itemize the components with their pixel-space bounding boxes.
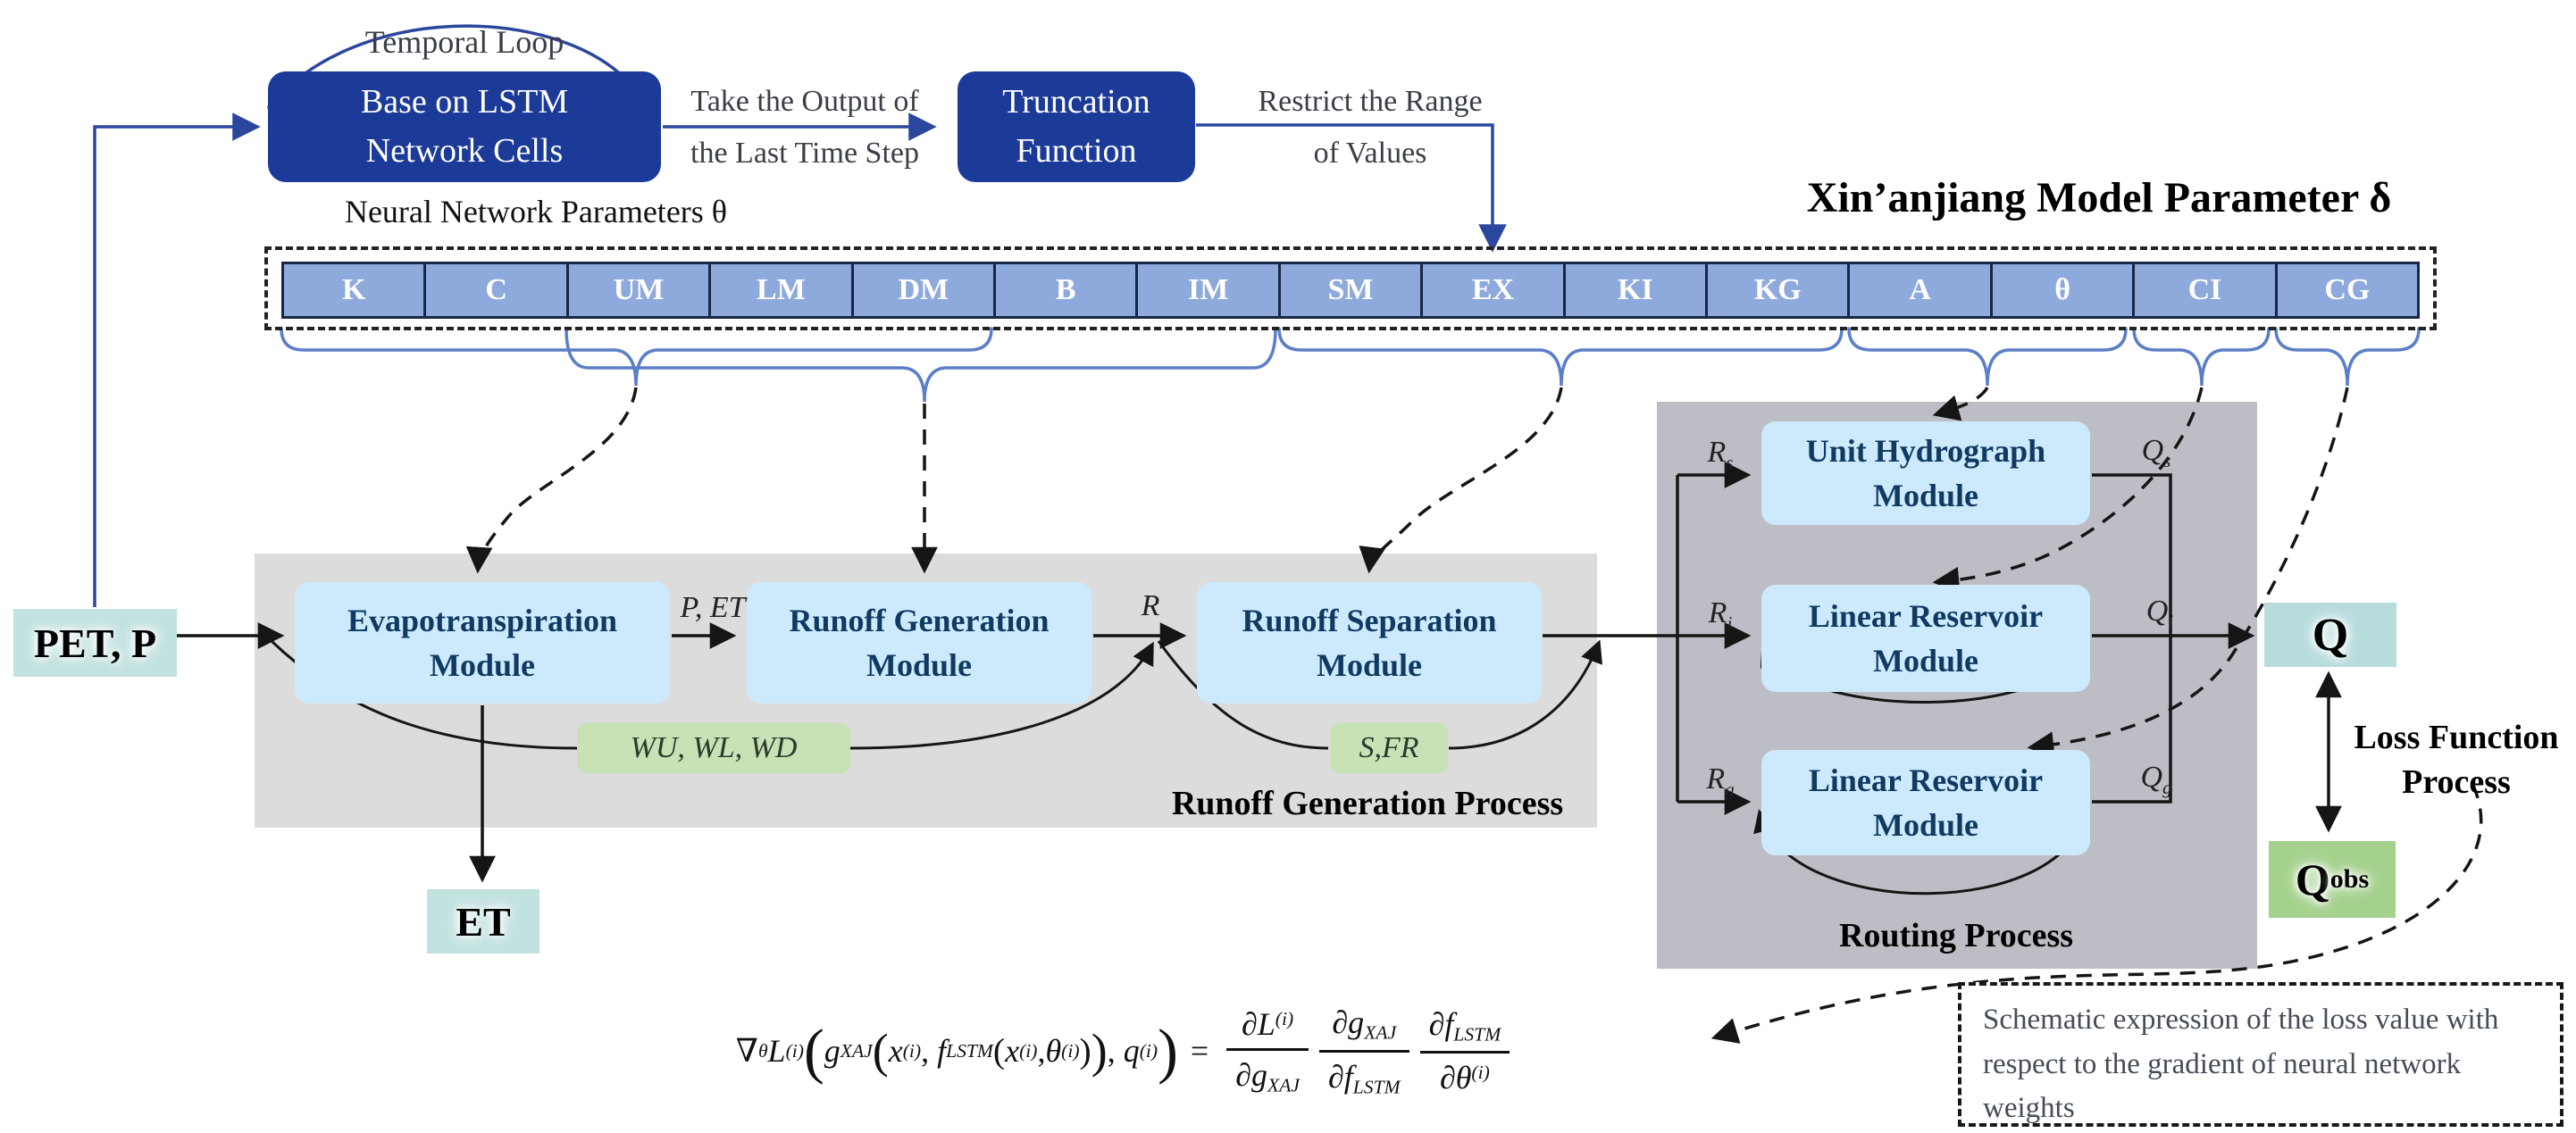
runoff-generation-process-label: Runoff Generation Process <box>1171 785 1564 822</box>
param-cell-sm: SM <box>1277 262 1424 319</box>
truncation-function-box: Truncation Function <box>958 71 1195 182</box>
dashed-arrow-to-runoff-separation <box>1359 387 1563 574</box>
lrg-line1: Linear Reservoir <box>1808 762 2044 798</box>
evap-line2: Module <box>429 647 535 683</box>
dashed-arrow-loss-to-formula <box>1710 783 2483 1044</box>
rsep-line2: Module <box>1316 647 1422 683</box>
evap-line1: Evapotranspiration <box>347 602 618 638</box>
dashed-arrow-to-unit-hydrograph <box>1932 387 1989 421</box>
parameter-vector: K C UM LM DM B IM SM EX KI KG A θ CI CG <box>281 262 2421 319</box>
restrict-range-label-line2: of Values <box>1313 137 1427 170</box>
take-output-label-line2: the Last Time Step <box>690 137 919 170</box>
p-et-flow-label: P, ET <box>680 591 746 624</box>
fraction-dgxaj-dflstm: ∂gXAJ ∂fLSTM <box>1318 1004 1409 1098</box>
r-flow-label: R <box>1141 589 1160 622</box>
parameter-vector-border <box>264 246 2437 330</box>
linear-reservoir-module-interflow: Linear Reservoir Module <box>1761 585 2090 692</box>
et-label: ET <box>456 898 511 945</box>
runoff-separation-module: Runoff Separation Module <box>1197 582 1542 704</box>
param-cell-dm: DM <box>850 262 997 319</box>
qobs-label: Q <box>2295 854 2330 904</box>
uh-line1: Unit Hydrograph <box>1805 432 2046 469</box>
lri-line2: Module <box>1872 643 1978 679</box>
et-output-box: ET <box>427 889 539 954</box>
brace-unit-hydrograph-params <box>1847 327 2128 387</box>
fraction-dL-dgxaj: ∂L(i) ∂gXAJ <box>1226 1005 1309 1096</box>
ri-label: Ri <box>1708 596 1733 634</box>
pet-p-input-box: PET, P <box>13 609 177 677</box>
uh-line2: Module <box>1872 478 1978 513</box>
loss-function-label-line2: Process <box>2402 763 2511 801</box>
curve-state-to-rgen <box>849 641 1154 750</box>
dashed-arrow-to-evapotranspiration <box>465 387 638 574</box>
pet-p-label: PET, P <box>33 620 157 666</box>
qs-label: Qs <box>2141 434 2171 471</box>
param-cell-lm: LM <box>708 262 854 319</box>
truncation-box-line1: Truncation <box>1002 82 1150 121</box>
q-label: Q <box>2312 609 2349 661</box>
lstm-box-line2: Network Cells <box>365 132 564 170</box>
param-cell-c: C <box>423 262 569 319</box>
param-cell-ci: CI <box>2132 262 2278 319</box>
brace-ci-param <box>2132 327 2271 387</box>
qobs-subscript: obs <box>2329 864 2370 894</box>
temporal-loop-arc <box>266 24 627 109</box>
loss-gradient-note-text: Schematic expression of the loss value w… <box>1983 1004 2499 1124</box>
qi-label: Qi <box>2145 595 2174 632</box>
dashed-arrow-cg-to-linear-reservoir <box>2027 387 2349 758</box>
take-output-label-line1: Take the Output of <box>690 85 919 118</box>
param-cell-um: UM <box>565 262 712 319</box>
lstm-box-line1: Base on LSTM <box>360 82 569 121</box>
param-cell-ki: KI <box>1562 262 1709 319</box>
line-q-collector <box>2092 473 2172 804</box>
param-cell-b: B <box>993 262 1139 319</box>
loss-function-label-line1: Loss Function <box>2354 719 2559 756</box>
param-cell-theta: θ <box>1989 262 2136 319</box>
brace-runoff-generation-params <box>565 327 1277 403</box>
param-cell-a: A <box>1847 262 1993 319</box>
curve-rsep-state-out <box>1157 640 1329 750</box>
lstm-cells-box: Base on LSTM Network Cells <box>268 71 661 182</box>
truncation-to-parameters-arrow <box>1196 123 1507 253</box>
rgen-line2: Module <box>866 647 972 683</box>
brace-cg-param <box>2274 327 2421 387</box>
rs-label: Rs <box>1707 436 1734 473</box>
neural-network-parameters-label: Neural Network Parameters θ <box>344 194 728 229</box>
runoff-generation-module: Runoff Generation Module <box>747 582 1091 704</box>
brace-runoff-separation-params <box>1277 327 1844 387</box>
param-cell-im: IM <box>1135 262 1281 319</box>
qg-label: Qg <box>2140 761 2172 798</box>
temporal-loop-label: Temporal Loop <box>364 24 565 60</box>
rsep-line1: Runoff Separation <box>1242 602 1497 638</box>
unit-hydrograph-module: Unit Hydrograph Module <box>1761 421 2090 525</box>
rg-label: Rg <box>1706 762 1735 800</box>
rgen-line1: Runoff Generation <box>789 602 1050 638</box>
param-cell-kg: KG <box>1705 262 1851 319</box>
line-rsep-to-routing <box>1543 475 1679 802</box>
s-fr-state-label: S,FR <box>1330 723 1448 773</box>
linear-reservoir-module-groundwater: Linear Reservoir Module <box>1761 750 2090 855</box>
wu-wl-wd-text: WU, WL, WD <box>630 731 798 764</box>
routing-process-label: Routing Process <box>1838 917 2074 954</box>
q-simulated-box: Q <box>2264 603 2396 667</box>
brace-evapotranspiration-params <box>280 327 993 387</box>
xinanjiang-parameter-title: Xin’anjiang Model Parameter δ <box>1806 174 2392 221</box>
param-cell-cg: CG <box>2274 262 2421 319</box>
restrict-range-label-line1: Restrict the Range <box>1258 85 1483 118</box>
curve-state-to-rsep <box>1448 639 1603 750</box>
fraction-dflstm-dtheta: ∂fLSTM ∂θ(i) <box>1419 1005 1510 1096</box>
param-cell-k: K <box>281 262 427 319</box>
truncation-box-line2: Function <box>1016 132 1137 170</box>
wu-wl-wd-state-label: WU, WL, WD <box>577 723 850 773</box>
loss-gradient-note-box: Schematic expression of the loss value w… <box>1958 982 2563 1127</box>
lrg-line2: Module <box>1872 807 1978 843</box>
lri-line1: Linear Reservoir <box>1808 597 2044 634</box>
s-fr-text: S,FR <box>1359 731 1419 764</box>
input-to-lstm-line <box>93 112 261 607</box>
dashed-arrow-ci-to-linear-reservoir <box>1932 387 2204 594</box>
evapotranspiration-module: Evapotranspiration Module <box>295 582 670 704</box>
param-cell-ex: EX <box>1420 262 1566 319</box>
